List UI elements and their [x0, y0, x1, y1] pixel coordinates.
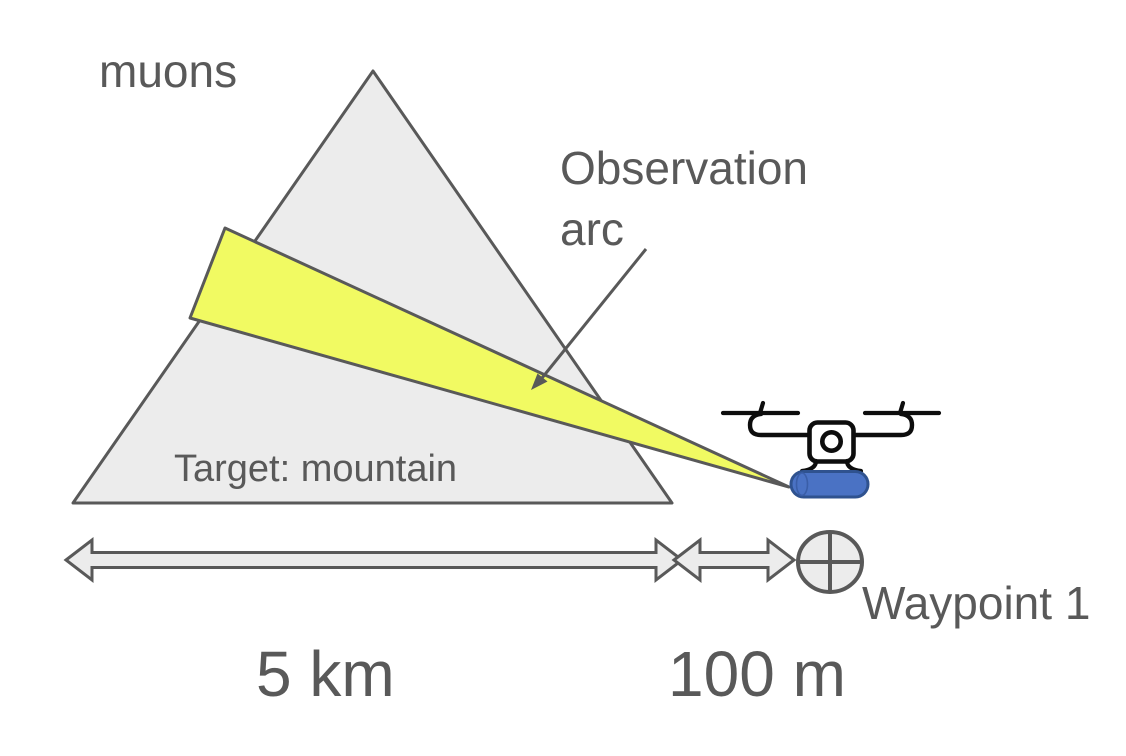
- mountain-shape: [71, 69, 674, 505]
- drone-arm-right: [850, 411, 915, 438]
- observation-arc-pointer: [531, 248, 648, 390]
- drone-icon: [720, 400, 942, 474]
- target-mountain-label: Target: mountain: [174, 448, 458, 490]
- drone-leg-left: [799, 458, 819, 474]
- distance-arrow-5km: [63, 536, 685, 584]
- waypoint-icon: [796, 530, 864, 594]
- drone-camera-lens: [819, 429, 843, 453]
- pointer-arrowhead: [531, 373, 548, 390]
- muons-label: muons: [99, 45, 238, 97]
- distance-5km-label: 5 km: [256, 638, 395, 710]
- detector-cylinder: [789, 470, 870, 499]
- distance-100m-label: 100 m: [668, 638, 846, 710]
- muon-beam-wedge: [188, 226, 791, 489]
- distance-arrow-100m: [671, 536, 797, 584]
- drone-arm-left: [747, 411, 812, 438]
- observation-arc-label: Observation arc: [560, 142, 809, 255]
- drone-leg-right: [844, 458, 864, 474]
- waypoint-label: Waypoint 1: [862, 577, 1091, 629]
